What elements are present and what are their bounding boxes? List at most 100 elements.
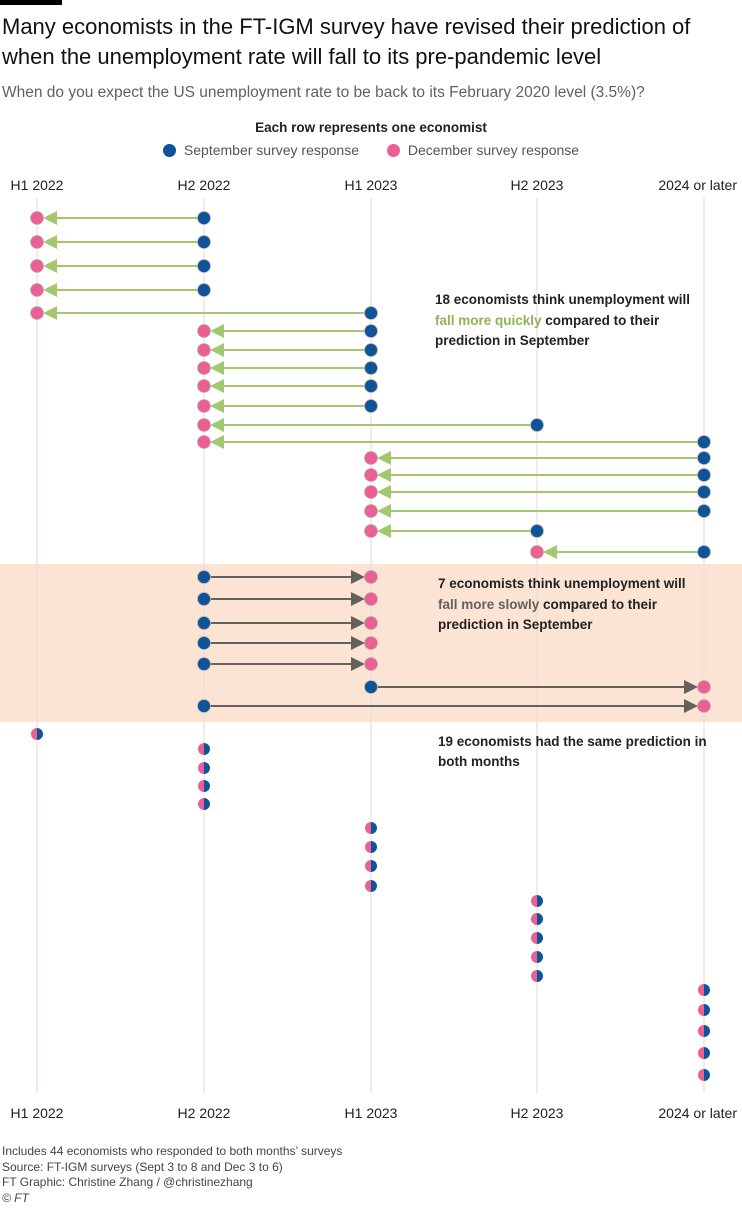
same-dot-december-half [698,984,704,996]
annotation-faster-line1: 18 economists think unemployment will [435,292,690,307]
same-dot-september-half [704,1004,710,1016]
ft-brand-bar [0,0,62,5]
x-tick-label: H1 2023 [345,1105,398,1121]
same-dot-september-half [537,970,543,982]
chart-title: Many economists in the FT-IGM survey hav… [2,14,691,69]
december-dot [30,306,44,320]
december-dot [30,211,44,225]
september-dot [197,211,211,225]
annotation-same-line1: 19 economists had the same prediction in [438,734,707,749]
x-tick-label: 2024 or later [658,1105,737,1121]
december-dot [697,699,711,713]
december-dot [364,485,378,499]
september-dot [364,361,378,375]
footer-source: Source: FT-IGM surveys (Sept 3 to 8 and … [2,1159,283,1174]
same-prediction-dot [31,728,43,740]
legend-item-december: December survey response [386,142,580,158]
september-dot [197,616,211,630]
same-dot-september-half [37,728,43,740]
same-dot-september-half [204,762,210,774]
x-tick-label: H2 2023 [511,177,564,193]
annotation-faster-rest: compared to their [542,313,661,328]
same-prediction-dot [698,1069,710,1081]
december-dot-icon [386,143,400,157]
september-dot-icon [162,143,176,157]
same-dot-december-half [531,913,537,925]
same-dot-september-half [704,1069,710,1081]
same-dot-december-half [198,762,204,774]
annotation-faster-line3: prediction in September [435,333,590,348]
september-dot [697,485,711,499]
legend-label-december: December survey response [407,142,580,158]
x-tick-label: H1 2022 [11,177,64,193]
september-dot [697,468,711,482]
same-dot-december-half [198,780,204,792]
same-prediction-dot [531,970,543,982]
december-dot [364,592,378,606]
x-tick-label: H2 2023 [511,1105,564,1121]
x-tick-label: H1 2023 [345,177,398,193]
september-dot [364,399,378,413]
september-dot [364,680,378,694]
december-dot [364,570,378,584]
december-dot [197,324,211,338]
same-dot-december-half [531,951,537,963]
december-dot [197,435,211,449]
december-dot [30,283,44,297]
same-dot-december-half [365,880,371,892]
december-dot [364,468,378,482]
same-dot-september-half [537,895,543,907]
september-dot [197,283,211,297]
same-dot-december-half [698,1004,704,1016]
same-prediction-dot [698,1047,710,1059]
same-prediction-dot [365,880,377,892]
annotation-slower: 7 economists think unemployment will fal… [438,576,689,632]
annotation-slower-line1: 7 economists think unemployment will [438,576,686,591]
september-dot [697,504,711,518]
september-dot [197,235,211,249]
december-dot [197,399,211,413]
december-dot [530,545,544,559]
same-dot-september-half [537,951,543,963]
same-prediction-dot [198,798,210,810]
december-dot [364,504,378,518]
same-prediction-dot [531,932,543,944]
december-dot [197,379,211,393]
same-prediction-dot [531,951,543,963]
same-prediction-dot [198,780,210,792]
annotation-slower-line3: prediction in September [438,617,593,632]
same-dot-december-half [698,1025,704,1037]
december-dot [364,636,378,650]
september-dot [364,324,378,338]
same-dot-september-half [204,798,210,810]
december-dot [197,343,211,357]
september-dot [530,418,544,432]
same-dot-september-half [371,822,377,834]
x-tick-label: 2024 or later [658,177,737,193]
september-dot [197,657,211,671]
same-dot-december-half [198,798,204,810]
same-prediction-dot [365,860,377,872]
december-dot [364,524,378,538]
same-prediction-dot [198,743,210,755]
same-dot-september-half [704,1047,710,1059]
september-dot [197,592,211,606]
chart-subtitle: When do you expect the US unemployment r… [2,84,645,101]
same-prediction-dot [698,1025,710,1037]
same-dot-december-half [365,822,371,834]
same-dot-december-half [698,1047,704,1059]
annotation-same-line2: both months [438,754,520,769]
same-dot-december-half [698,1069,704,1081]
december-dot [364,657,378,671]
annotation-faster-highlight: fall more quickly [435,313,542,328]
december-dot [364,451,378,465]
september-dot [197,636,211,650]
same-dot-september-half [371,860,377,872]
annotation-slower-rest: compared to their [539,597,658,612]
footer-credit: FT Graphic: Christine Zhang / @christine… [2,1175,253,1189]
same-prediction-dot [531,895,543,907]
same-dot-september-half [537,932,543,944]
legend-item-september: September survey response [162,142,359,158]
annotation-slower-highlight: fall more slowly [438,597,540,612]
